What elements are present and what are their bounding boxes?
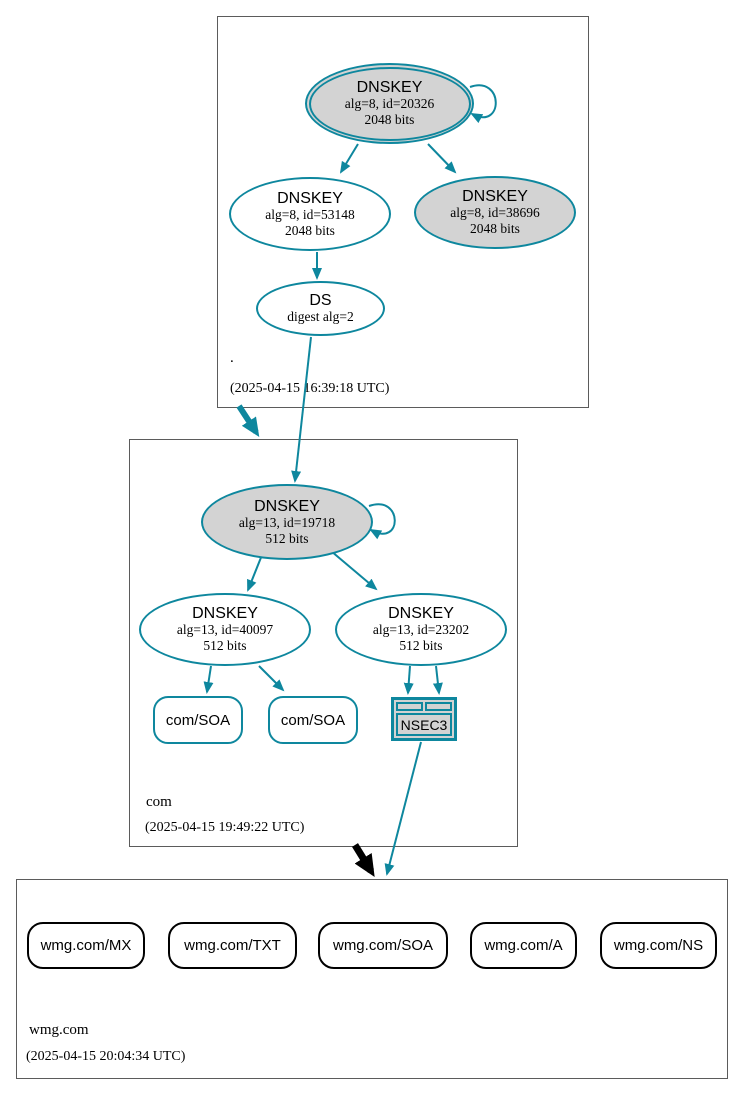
node-bits: 512 bits [203, 638, 247, 653]
node-com-soa-1[interactable]: com/SOA [153, 696, 243, 744]
node-title: DNSKEY [192, 605, 258, 622]
zone-label-com: com [146, 794, 172, 810]
node-dnskey-38696[interactable]: DNSKEY alg=8, id=38696 2048 bits [414, 176, 576, 249]
zone-timestamp-wmg: (2025-04-15 20:04:34 UTC) [26, 1049, 186, 1064]
node-detail: digest alg=2 [287, 309, 354, 324]
node-dnskey-19718[interactable]: DNSKEY alg=13, id=19718 512 bits [201, 484, 373, 560]
node-com-soa-2[interactable]: com/SOA [268, 696, 358, 744]
node-bits: 2048 bits [285, 222, 335, 238]
node-detail: alg=8, id=53148 [265, 206, 355, 222]
node-title: DNSKEY [254, 497, 320, 515]
node-dnskey-40097[interactable]: DNSKEY alg=13, id=40097 512 bits [139, 593, 311, 666]
nsec3-cell-left [396, 702, 423, 711]
node-wmg-mx[interactable]: wmg.com/MX [27, 922, 145, 969]
node-title: DS [309, 292, 332, 309]
node-detail: alg=8, id=38696 [450, 205, 540, 220]
node-dnskey-23202[interactable]: DNSKEY alg=13, id=23202 512 bits [335, 593, 507, 666]
node-detail: alg=13, id=19718 [238, 514, 336, 530]
nsec3-label: NSEC3 [396, 713, 452, 736]
zone-timestamp-com: (2025-04-15 19:49:22 UTC) [145, 820, 305, 835]
edge-root-to-com-delegation [236, 404, 260, 438]
edge-com-to-wmg-delegation [352, 843, 375, 877]
zone-label-root: . [230, 350, 234, 366]
zone-box-wmg [16, 879, 728, 1079]
node-detail: alg=13, id=23202 [372, 622, 470, 637]
nsec3-cell-right [425, 702, 452, 711]
node-nsec3[interactable]: NSEC3 [391, 697, 457, 741]
node-bits: 512 bits [399, 638, 443, 653]
node-title: DNSKEY [388, 605, 454, 622]
node-wmg-soa[interactable]: wmg.com/SOA [318, 922, 448, 969]
node-bits: 2048 bits [470, 221, 520, 236]
zone-timestamp-root: (2025-04-15 16:39:18 UTC) [230, 381, 390, 396]
node-wmg-ns[interactable]: wmg.com/NS [600, 922, 717, 969]
node-bits: 512 bits [265, 530, 309, 546]
node-bits: 2048 bits [364, 112, 415, 127]
node-dnskey-20326[interactable]: DNSKEY alg=8, id=20326 2048 bits [305, 63, 474, 144]
node-title: DNSKEY [462, 188, 528, 205]
node-wmg-txt[interactable]: wmg.com/TXT [168, 922, 297, 969]
node-detail: alg=13, id=40097 [176, 622, 274, 637]
nsec3-header-row [396, 702, 452, 711]
node-wmg-a[interactable]: wmg.com/A [470, 922, 577, 969]
zone-label-wmg: wmg.com [29, 1022, 89, 1038]
node-title: DNSKEY [277, 189, 343, 207]
node-dnskey-53148[interactable]: DNSKEY alg=8, id=53148 2048 bits [229, 177, 391, 251]
zone-box-com [129, 439, 518, 847]
zone-box-root [217, 16, 589, 408]
node-title: DNSKEY [356, 79, 423, 96]
node-detail: alg=8, id=20326 [344, 96, 435, 111]
node-ds[interactable]: DS digest alg=2 [256, 281, 385, 336]
